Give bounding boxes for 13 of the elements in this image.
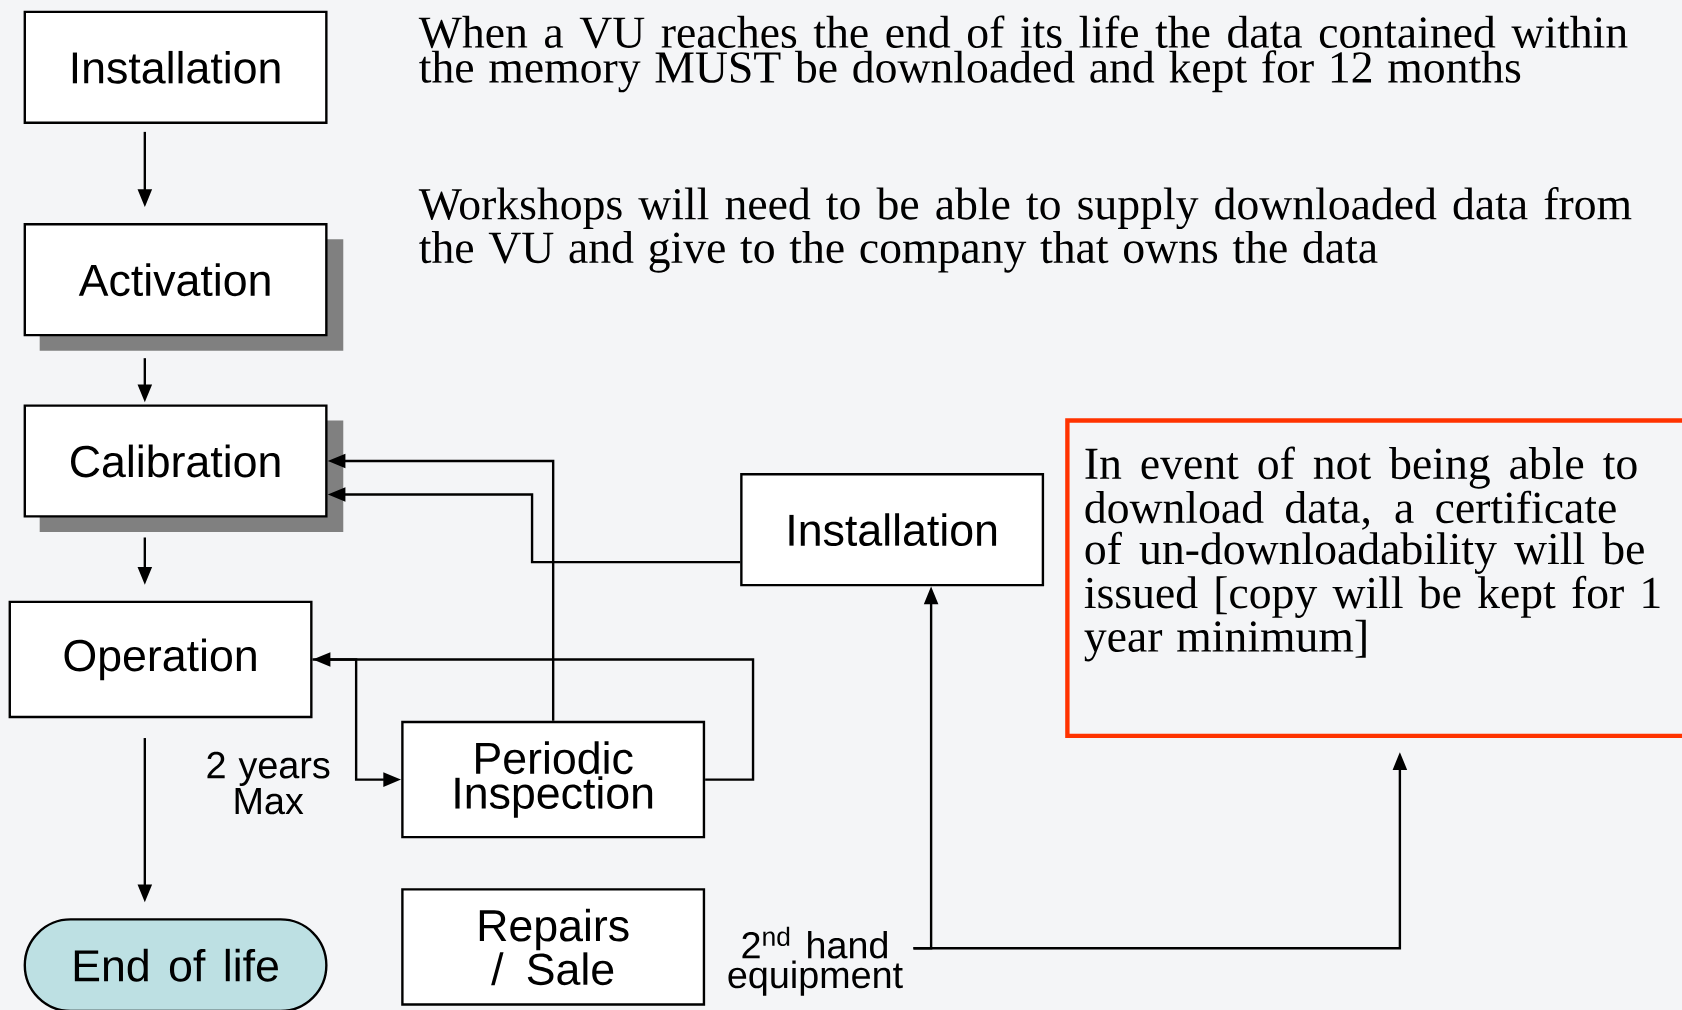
note-box: In event of not being able to download data, a certificate of un-downloadability will be issued [copy will be kept for 1 year minimum] (1065, 418, 1682, 738)
annotation-text: 2$^{nd}$ hand equipment (728, 926, 903, 996)
paragraph: Workshops will need to be able to supply downloaded data from the VU and give to the company that owns the data (418, 186, 1632, 273)
process-box: Installation (23, 10, 328, 124)
process-box: Calibration (23, 404, 344, 532)
process-box: Repairs / Sale (401, 887, 706, 1006)
edge-label: 2 years Max (196, 749, 340, 817)
process-box: Installation (740, 472, 1045, 587)
paragraph: When a VU reaches the end of its life the data contained within the memory MUST be downloaded and kept for 12 months (418, 15, 1628, 93)
process-box: Activation (23, 222, 344, 351)
process-box: Periodic Inspection (401, 720, 706, 839)
process-box: Operation (8, 600, 313, 718)
terminal-box: End of life (23, 918, 328, 1010)
